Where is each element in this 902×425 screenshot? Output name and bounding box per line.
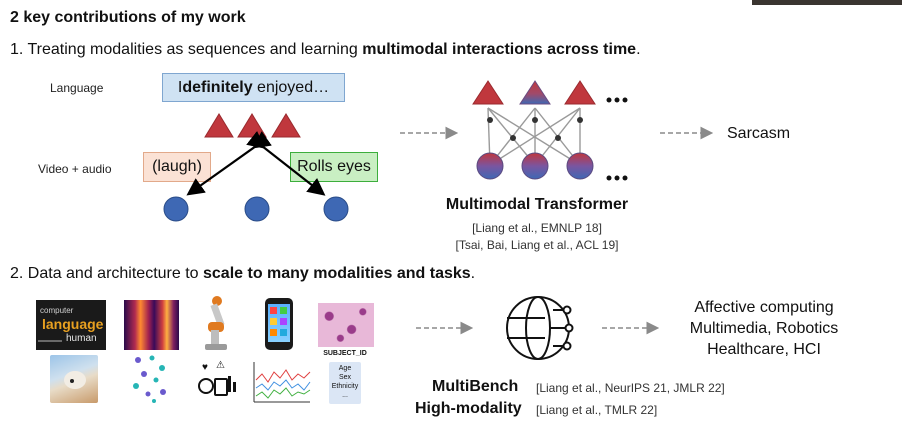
language-triangles bbox=[204, 113, 301, 138]
speaker-video-fragment bbox=[752, 0, 902, 5]
wordcloud-word: computer bbox=[40, 306, 74, 315]
model-title: Multimodal Transformer bbox=[445, 196, 629, 213]
phone-app-icon bbox=[265, 298, 293, 350]
spectrogram-image bbox=[124, 300, 179, 350]
application-item: Multimedia, Robotics bbox=[689, 320, 839, 337]
multibench-citation: [Liang et al., NeurIPS 21, JMLR 22] bbox=[536, 381, 725, 395]
subject-card-line: Sex bbox=[338, 374, 352, 381]
section-heading: 2 key contributions of my work bbox=[10, 9, 246, 26]
citation-2: [Tsai, Bai, Liang et al., ACL 19] bbox=[455, 238, 619, 252]
highmodality-citation: [Liang et al., TMLR 22] bbox=[536, 403, 658, 417]
sentence-post: enjoyed… bbox=[252, 78, 330, 96]
wordcloud-word: language bbox=[42, 316, 104, 332]
multimodal-transformer-network bbox=[472, 80, 628, 181]
tissue-image bbox=[318, 303, 374, 347]
video-audio-circles bbox=[163, 196, 349, 222]
contribution-2-bold: scale to many modalities and tasks bbox=[203, 265, 471, 282]
subject-card-title: SUBJECT_ID bbox=[323, 350, 367, 357]
contribution-2: 2. Data and architecture to scale to man… bbox=[10, 265, 475, 283]
application-item: Healthcare, HCI bbox=[707, 341, 821, 358]
sensor-icons: ♥ ⚠ bbox=[196, 360, 240, 400]
contribution-1: 1. Treating modalities as sequences and … bbox=[10, 41, 641, 59]
highmodality-label: High-modality bbox=[415, 400, 522, 417]
contribution-1-prefix: 1. Treating modalities as sequences and … bbox=[10, 41, 363, 58]
robot-arm-icon bbox=[200, 296, 235, 352]
sentence-bold: definitely bbox=[182, 78, 253, 96]
subject-card-line: Age bbox=[338, 365, 352, 372]
output-label: Sarcasm bbox=[727, 125, 791, 142]
contribution-1-bold: multimodal interactions across time bbox=[362, 41, 637, 58]
contribution-2-prefix: 2. Data and architecture to bbox=[10, 265, 203, 282]
neural-globe-icon bbox=[506, 296, 574, 360]
wordcloud-image: computer language human bbox=[36, 300, 106, 350]
language-sentence-box: I definitely enjoyed… bbox=[162, 73, 345, 102]
subject-card-line: Ethnicity bbox=[331, 383, 359, 390]
wordcloud-word: human bbox=[66, 333, 97, 344]
timeseries-chart bbox=[253, 362, 311, 403]
contribution-2-suffix: . bbox=[470, 265, 476, 282]
video-audio-label: Video + audio bbox=[38, 162, 112, 176]
sentence-pre: I bbox=[177, 78, 183, 96]
interaction-arrow bbox=[186, 131, 272, 196]
interaction-arrow bbox=[246, 130, 326, 196]
applications-list: Affective computing Multimedia, Robotics… bbox=[664, 297, 864, 360]
language-label: Language bbox=[50, 81, 104, 95]
application-item: Affective computing bbox=[694, 299, 834, 316]
subject-card: SUBJECT_ID Age Sex Ethnicity ... bbox=[320, 350, 370, 405]
subject-card-line: ... bbox=[342, 392, 348, 399]
citation-1: [Liang et al., EMNLP 18] bbox=[472, 221, 602, 235]
graph-nodes-icon bbox=[133, 355, 166, 403]
dog-photo bbox=[50, 355, 98, 403]
contribution-1-suffix: . bbox=[636, 41, 641, 58]
multibench-label: MultiBench bbox=[432, 378, 519, 395]
